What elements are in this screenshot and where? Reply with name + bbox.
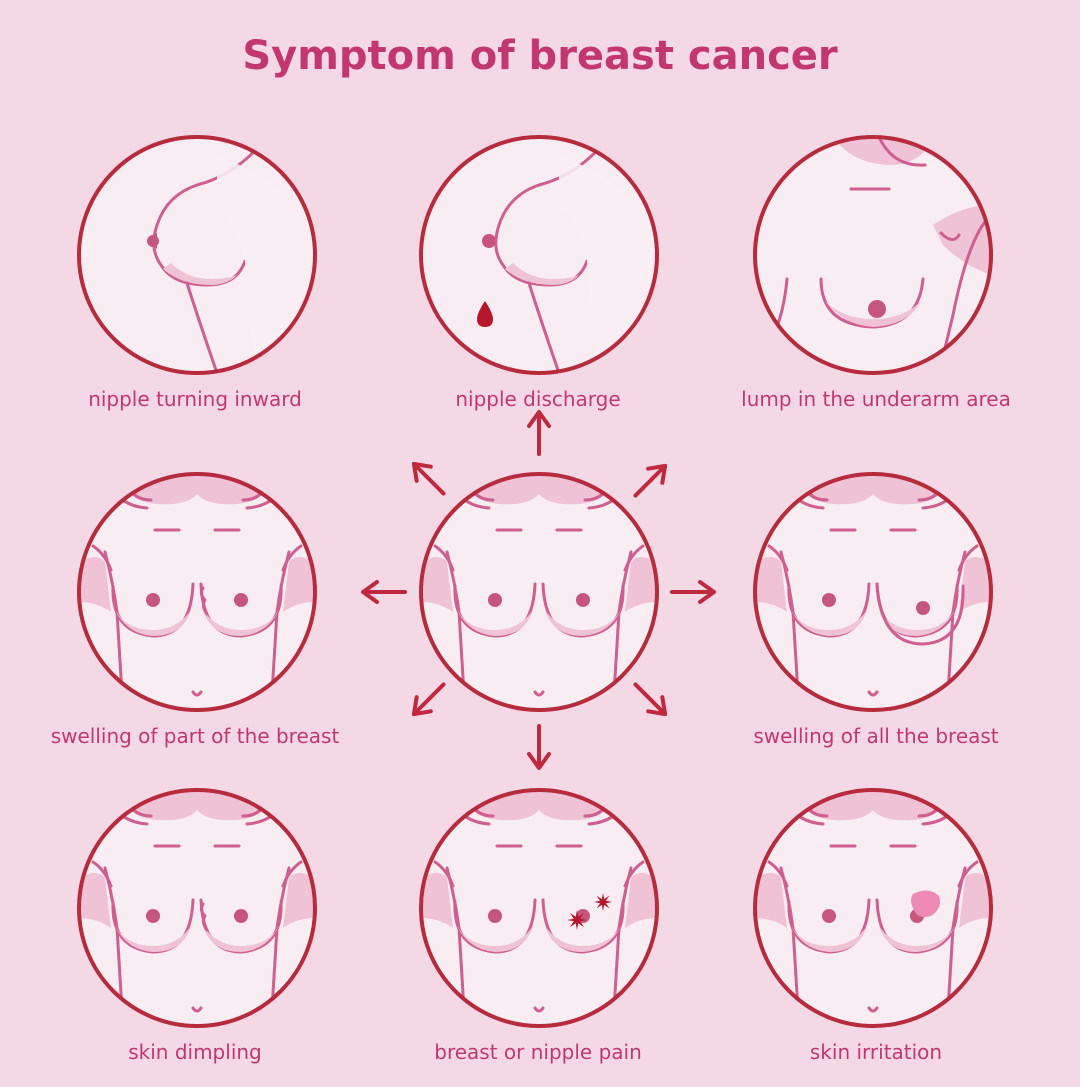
panel-normal-breast <box>419 472 659 712</box>
label-breast-nipple-pain: breast or nipple pain <box>434 1040 642 1064</box>
pain-star-icon <box>567 893 612 930</box>
discharge-drop-icon <box>477 301 493 327</box>
label-nipple-turning-inward: nipple turning inward <box>88 387 302 411</box>
panel-skin-dimpling <box>77 788 317 1028</box>
panel-swelling-all <box>753 472 993 712</box>
panel-breast-nipple-pain <box>419 788 659 1028</box>
page-title: Symptom of breast cancer <box>242 33 838 79</box>
label-swelling-part: swelling of part of the breast <box>50 724 340 748</box>
panel-swelling-part <box>77 472 317 712</box>
label-nipple-discharge: nipple discharge <box>455 387 621 411</box>
panel-skin-irritation <box>753 788 993 1028</box>
label-skin-dimpling: skin dimpling <box>128 1040 262 1064</box>
panel-nipple-discharge <box>419 135 659 375</box>
irritation-patch-icon <box>911 890 940 917</box>
label-skin-irritation: skin irritation <box>809 1040 943 1064</box>
panel-lump-underarm <box>753 135 993 375</box>
label-lump-underarm: lump in the underarm area <box>741 387 1011 411</box>
label-swelling-all: swelling of all the breast <box>753 724 999 748</box>
panel-nipple-turning-inward <box>77 135 317 375</box>
